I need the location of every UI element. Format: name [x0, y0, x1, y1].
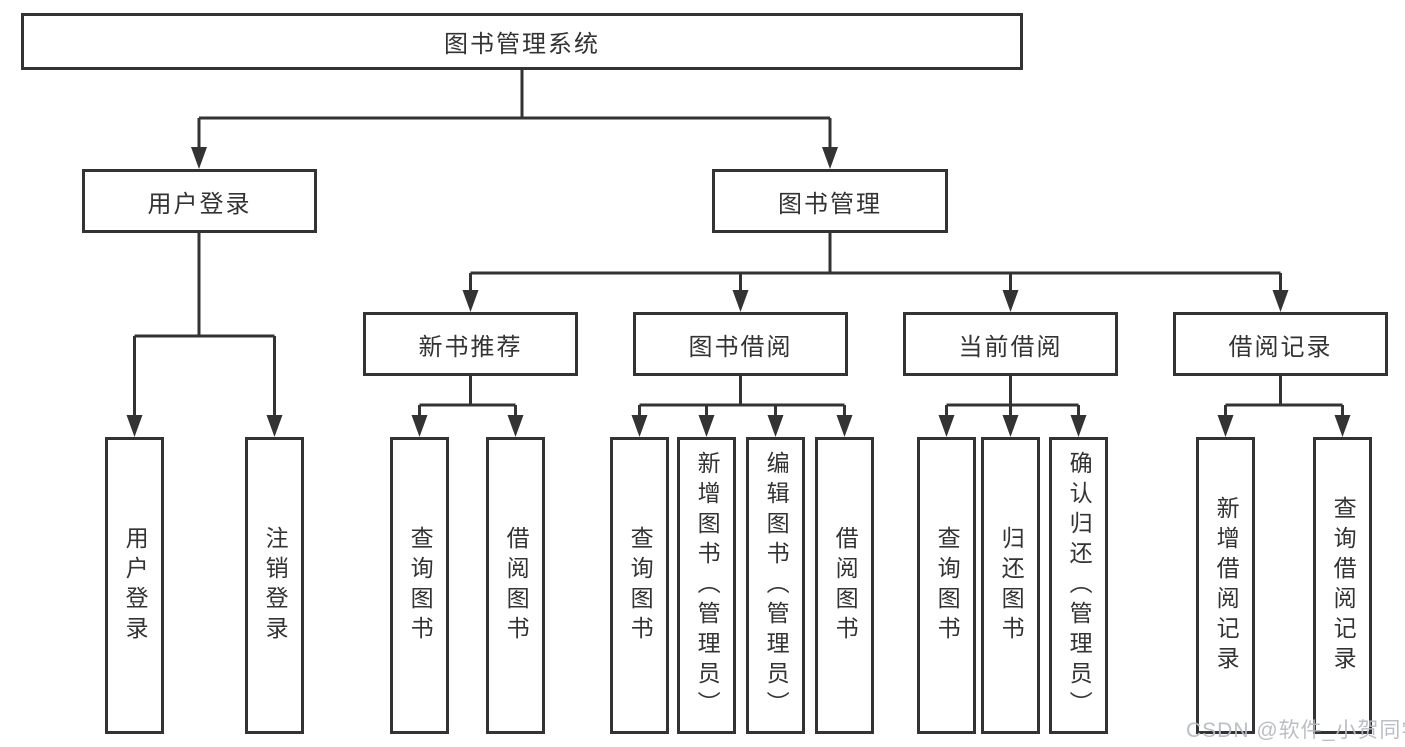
leaf-add-books-admin: 新增图书（管理员） [677, 437, 736, 734]
leaf-label: 查询图书 [627, 525, 654, 646]
node-current-borrowing: 当前借阅 [903, 312, 1118, 376]
node-user-login: 用户登录 [82, 169, 317, 233]
node-label: 借阅记录 [1228, 333, 1333, 361]
leaf-label: 借阅图书 [503, 525, 530, 646]
node-label: 当前借阅 [958, 333, 1063, 361]
node-borrowing-records: 借阅记录 [1173, 312, 1388, 376]
leaf-borrow-books-recommend: 借阅图书 [486, 437, 545, 734]
leaf-label: 确认归还（管理员） [1066, 450, 1093, 721]
leaf-confirm-return-admin: 确认归还（管理员） [1049, 437, 1108, 734]
leaf-query-books-borrow: 查询图书 [610, 437, 669, 734]
leaf-label: 查询借阅记录 [1330, 495, 1357, 676]
node-book-management: 图书管理 [712, 169, 948, 233]
node-library-management-system: 图书管理系统 [21, 13, 1023, 70]
leaf-label: 归还图书 [998, 525, 1025, 646]
leaf-label: 查询图书 [407, 525, 434, 646]
leaf-query-books-current: 查询图书 [917, 437, 976, 734]
node-label: 图书借阅 [688, 333, 793, 361]
leaf-borrow-books: 借阅图书 [815, 437, 874, 734]
leaf-user-login: 用户登录 [105, 437, 164, 734]
node-label: 图书管理 [778, 190, 882, 218]
leaf-return-books: 归还图书 [981, 437, 1040, 734]
leaf-label: 借阅图书 [832, 525, 859, 646]
node-book-borrowing: 图书借阅 [633, 312, 848, 376]
leaf-label: 用户登录 [122, 525, 149, 646]
leaf-query-borrow-record: 查询借阅记录 [1313, 437, 1372, 734]
leaf-label: 新增图书（管理员） [694, 450, 721, 721]
leaf-query-books-recommend: 查询图书 [390, 437, 449, 734]
leaf-label: 查询图书 [934, 525, 961, 646]
node-label: 用户登录 [147, 190, 252, 218]
arrowheads [126, 147, 1351, 437]
node-label: 新书推荐 [418, 333, 523, 361]
leaf-edit-books-admin: 编辑图书（管理员） [746, 437, 805, 734]
csdn-watermark: CSDN @软件_小贺同学 [1186, 719, 1405, 742]
leaf-label: 新增借阅记录 [1213, 495, 1240, 676]
leaf-label: 编辑图书（管理员） [763, 450, 790, 721]
leaf-logout-login: 注销登录 [245, 437, 304, 734]
node-label: 图书管理系统 [444, 31, 600, 58]
leaf-label: 注销登录 [262, 525, 289, 646]
leaf-add-borrow-record: 新增借阅记录 [1196, 437, 1255, 734]
node-new-book-recommendation: 新书推荐 [363, 312, 578, 376]
